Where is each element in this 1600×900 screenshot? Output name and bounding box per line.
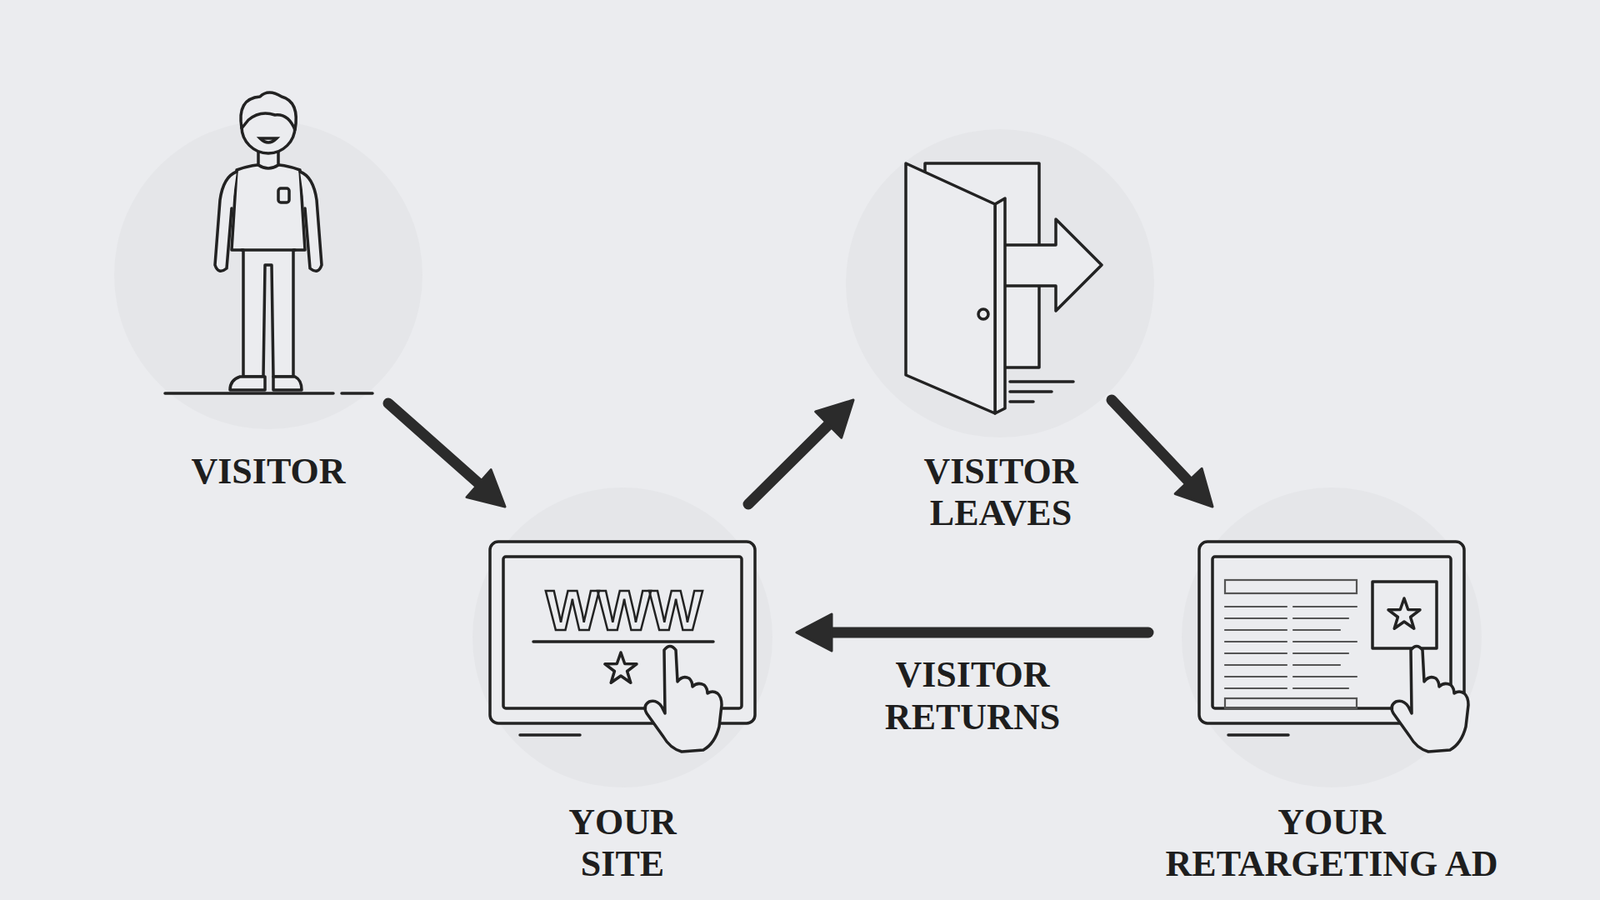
star-icon xyxy=(605,652,637,683)
door-figure xyxy=(905,163,1102,414)
edge-label: VISITOR RETURNS xyxy=(869,654,1076,739)
arrow-shaft xyxy=(1111,400,1191,484)
flow-arrow xyxy=(796,614,1149,651)
site-monitor xyxy=(490,541,755,752)
ad-monitor xyxy=(1199,541,1469,752)
hand-pointer xyxy=(645,646,722,753)
arrow-shaft xyxy=(748,422,831,505)
hand-pointer xyxy=(1391,646,1469,753)
flow-arrow xyxy=(388,403,505,507)
arrow-shaft xyxy=(828,627,1149,639)
icon-node: VISITOR LEAVES xyxy=(891,158,1110,535)
node-label: YOUR SITE xyxy=(539,801,706,886)
node-label: VISITOR xyxy=(190,450,345,494)
icon-node: VISITOR xyxy=(163,91,374,494)
text-lines xyxy=(1225,580,1357,709)
node-label: YOUR RETARGETING AD xyxy=(1156,801,1507,886)
person-figure xyxy=(165,92,373,394)
star-icon xyxy=(1388,598,1420,629)
arrow-head xyxy=(466,470,505,507)
icon-node: YOUR RETARGETING AD xyxy=(1150,537,1514,886)
arrow-shaft xyxy=(388,403,482,486)
flow-arrow xyxy=(1111,400,1213,507)
flow-arrow xyxy=(748,400,854,505)
node-label: VISITOR LEAVES xyxy=(900,450,1101,535)
arrow-head xyxy=(815,400,854,438)
arrow-head xyxy=(1175,468,1213,507)
screen-text: WWW xyxy=(545,581,702,639)
arrow-head xyxy=(796,614,832,651)
halo xyxy=(114,120,1482,788)
